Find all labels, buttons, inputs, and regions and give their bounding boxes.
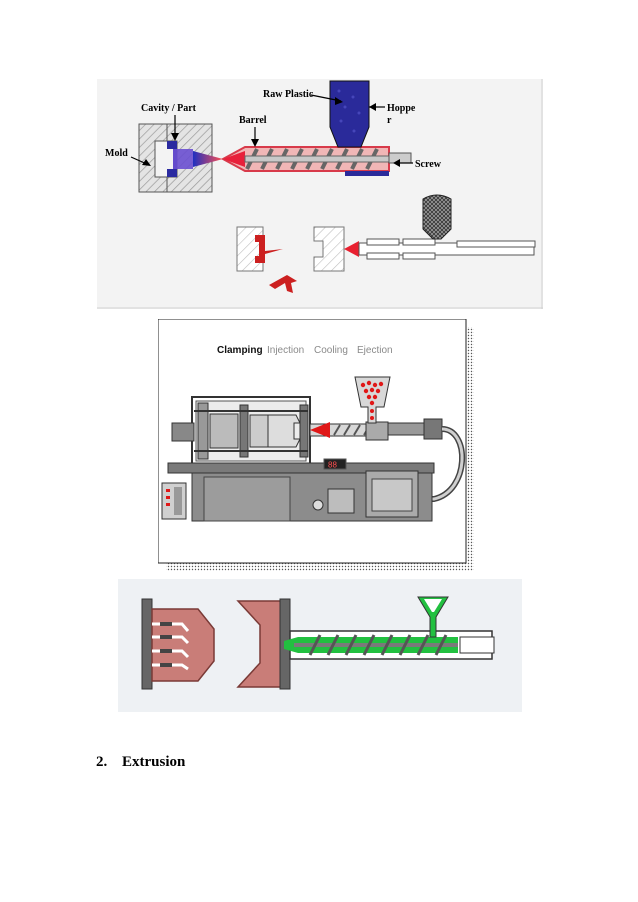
green-hopper: [417, 596, 449, 638]
falling-part: [269, 275, 297, 293]
ejector-plate: [141, 598, 153, 690]
injection-molding-svg: Raw Plastic Hoppe r Cavity / Part Barrel…: [97, 79, 543, 309]
small-hopper: [422, 194, 452, 240]
mold-core-half: [151, 608, 215, 682]
screw-flights-green: [308, 634, 448, 656]
label-screw: Screw: [415, 159, 442, 170]
sprue: [193, 151, 223, 167]
injection-machine-svg: Clamping Injection Cooling Ejection: [157, 318, 474, 571]
machine-hopper: [354, 376, 391, 424]
label-raw-plastic: Raw Plastic: [263, 89, 314, 100]
label-hopper-line2: r: [387, 115, 392, 126]
clamp-unit: [171, 396, 311, 466]
injection-mold-diagram: [118, 579, 522, 712]
injection-molding-diagram: Raw Plastic Hoppe r Cavity / Part Barrel…: [97, 79, 543, 309]
hopper: [329, 80, 370, 148]
label-barrel: Barrel: [239, 115, 267, 126]
phase-cooling: Cooling: [314, 345, 348, 356]
ejected-part: [255, 235, 283, 263]
injection-mold-svg: [118, 579, 522, 712]
section-title: Extrusion: [122, 754, 186, 770]
section-number: 2.: [96, 754, 108, 770]
display-readout: 88: [328, 461, 337, 470]
plastic-pellets: [360, 380, 384, 420]
control-display: [323, 458, 347, 470]
injection-machine-illustration: Clamping Injection Cooling Ejection: [157, 318, 474, 571]
phase-injection: Injection: [267, 345, 304, 356]
small-mold-right: [313, 226, 345, 272]
phase-ejection: Ejection: [357, 345, 393, 356]
pump: [327, 488, 355, 514]
section-heading: 2. Extrusion: [96, 754, 185, 771]
phase-clamping: Clamping: [217, 345, 263, 356]
label-cavity-part: Cavity / Part: [141, 103, 197, 114]
label-hopper-line1: Hoppe: [387, 103, 416, 114]
small-mold-left: [236, 226, 264, 272]
label-mold: Mold: [105, 148, 128, 159]
